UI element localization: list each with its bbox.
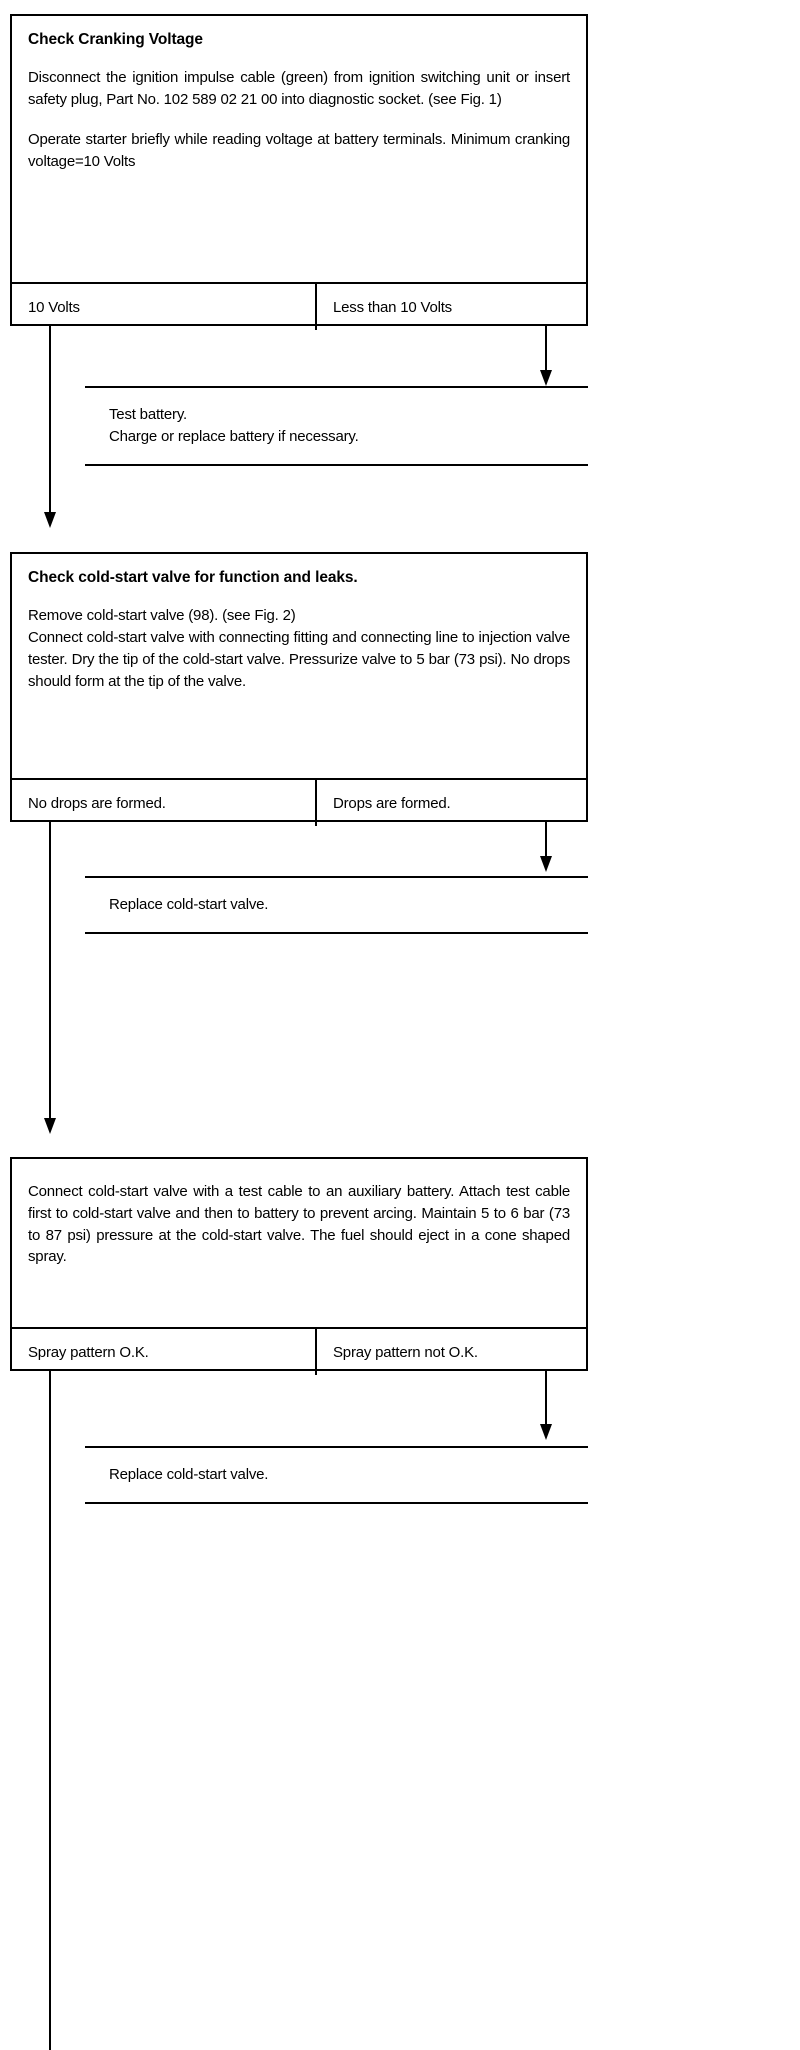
- action-2-line-1: Replace cold-start valve.: [109, 896, 269, 913]
- step-1-left-cell[interactable]: 10 Volts: [12, 284, 317, 330]
- action-3-top-rule: [85, 1446, 588, 1448]
- action-2-text: Replace cold-start valve.: [85, 878, 588, 932]
- action-1-bottom-rule: [85, 463, 588, 466]
- step-2-decision-row: No drops are formed. Drops are formed.: [12, 778, 586, 826]
- action-2-top-rule: [85, 876, 588, 878]
- step-3-right-label: Spray pattern not O.K.: [333, 1343, 478, 1361]
- step-2-paragraph-1: Remove cold-start valve (98). (see Fig. …: [28, 607, 296, 625]
- action-1-text: Test battery. Charge or replace battery …: [85, 388, 588, 464]
- branch-1-left-arrowhead: [44, 512, 56, 528]
- step-3-left-label: Spray pattern O.K.: [28, 1343, 149, 1361]
- step-box-spray-pattern: Connect cold-start valve with a test cab…: [10, 1157, 588, 1375]
- action-replace-cold-start-valve-2: Replace cold-start valve.: [85, 1446, 588, 1504]
- step-1-right-cell[interactable]: Less than 10 Volts: [317, 284, 586, 330]
- branch-1-left-line: [49, 326, 51, 522]
- branch-2-left-arrowhead: [44, 1118, 56, 1134]
- branch-2-right-arrowhead: [540, 856, 552, 872]
- action-1-line-2: Charge or replace battery if necessary.: [109, 427, 359, 445]
- action-1-line-1: Test battery.: [109, 406, 187, 423]
- branch-1-right-line: [545, 326, 547, 380]
- step-2-title: Check cold-start valve for function and …: [28, 569, 358, 586]
- step-box-check-cranking-voltage: Check Cranking Voltage Disconnect the ig…: [10, 14, 588, 330]
- branch-2-left-line: [49, 822, 51, 1128]
- step-3-left-cell[interactable]: Spray pattern O.K.: [12, 1329, 317, 1375]
- branch-2-right-line: [545, 822, 547, 866]
- branch-3-left-line: [49, 1371, 51, 2050]
- step-2-right-label: Drops are formed.: [333, 794, 451, 812]
- step-1-title: Check Cranking Voltage: [28, 31, 203, 48]
- step-1-right-label: Less than 10 Volts: [333, 298, 452, 316]
- step-3-body: Connect cold-start valve with a test cab…: [12, 1159, 586, 1327]
- action-replace-cold-start-valve-1: Replace cold-start valve.: [85, 876, 588, 934]
- step-2-right-cell[interactable]: Drops are formed.: [317, 780, 586, 826]
- step-2-paragraph-2: Connect cold-start valve with connecting…: [28, 629, 570, 690]
- branch-3-right-arrowhead: [540, 1424, 552, 1440]
- step-box-check-cold-start-valve: Check cold-start valve for function and …: [10, 552, 588, 826]
- step-1-body: Check Cranking Voltage Disconnect the ig…: [12, 16, 586, 282]
- action-test-battery: Test battery. Charge or replace battery …: [85, 386, 588, 466]
- step-1-decision-row: 10 Volts Less than 10 Volts: [12, 282, 586, 330]
- branch-1-right-arrowhead: [540, 370, 552, 386]
- step-1-left-label: 10 Volts: [28, 298, 80, 316]
- branch-3-right-line: [545, 1371, 547, 1433]
- action-1-top-rule: [85, 386, 588, 388]
- step-2-left-label: No drops are formed.: [28, 794, 166, 812]
- step-1-paragraph-1: Disconnect the ignition impulse cable (g…: [28, 69, 570, 109]
- step-3-paragraph-1: Connect cold-start valve with a test cab…: [28, 1183, 570, 1266]
- step-2-left-cell[interactable]: No drops are formed.: [12, 780, 317, 826]
- step-2-body: Check cold-start valve for function and …: [12, 554, 586, 778]
- step-3-decision-row: Spray pattern O.K. Spray pattern not O.K…: [12, 1327, 586, 1375]
- step-3-right-cell[interactable]: Spray pattern not O.K.: [317, 1329, 586, 1375]
- action-3-line-1: Replace cold-start valve.: [109, 1466, 269, 1483]
- action-3-bottom-rule: [85, 1501, 588, 1504]
- action-2-bottom-rule: [85, 931, 588, 934]
- step-1-paragraph-2: Operate starter briefly while reading vo…: [28, 130, 570, 170]
- action-3-text: Replace cold-start valve.: [85, 1448, 588, 1502]
